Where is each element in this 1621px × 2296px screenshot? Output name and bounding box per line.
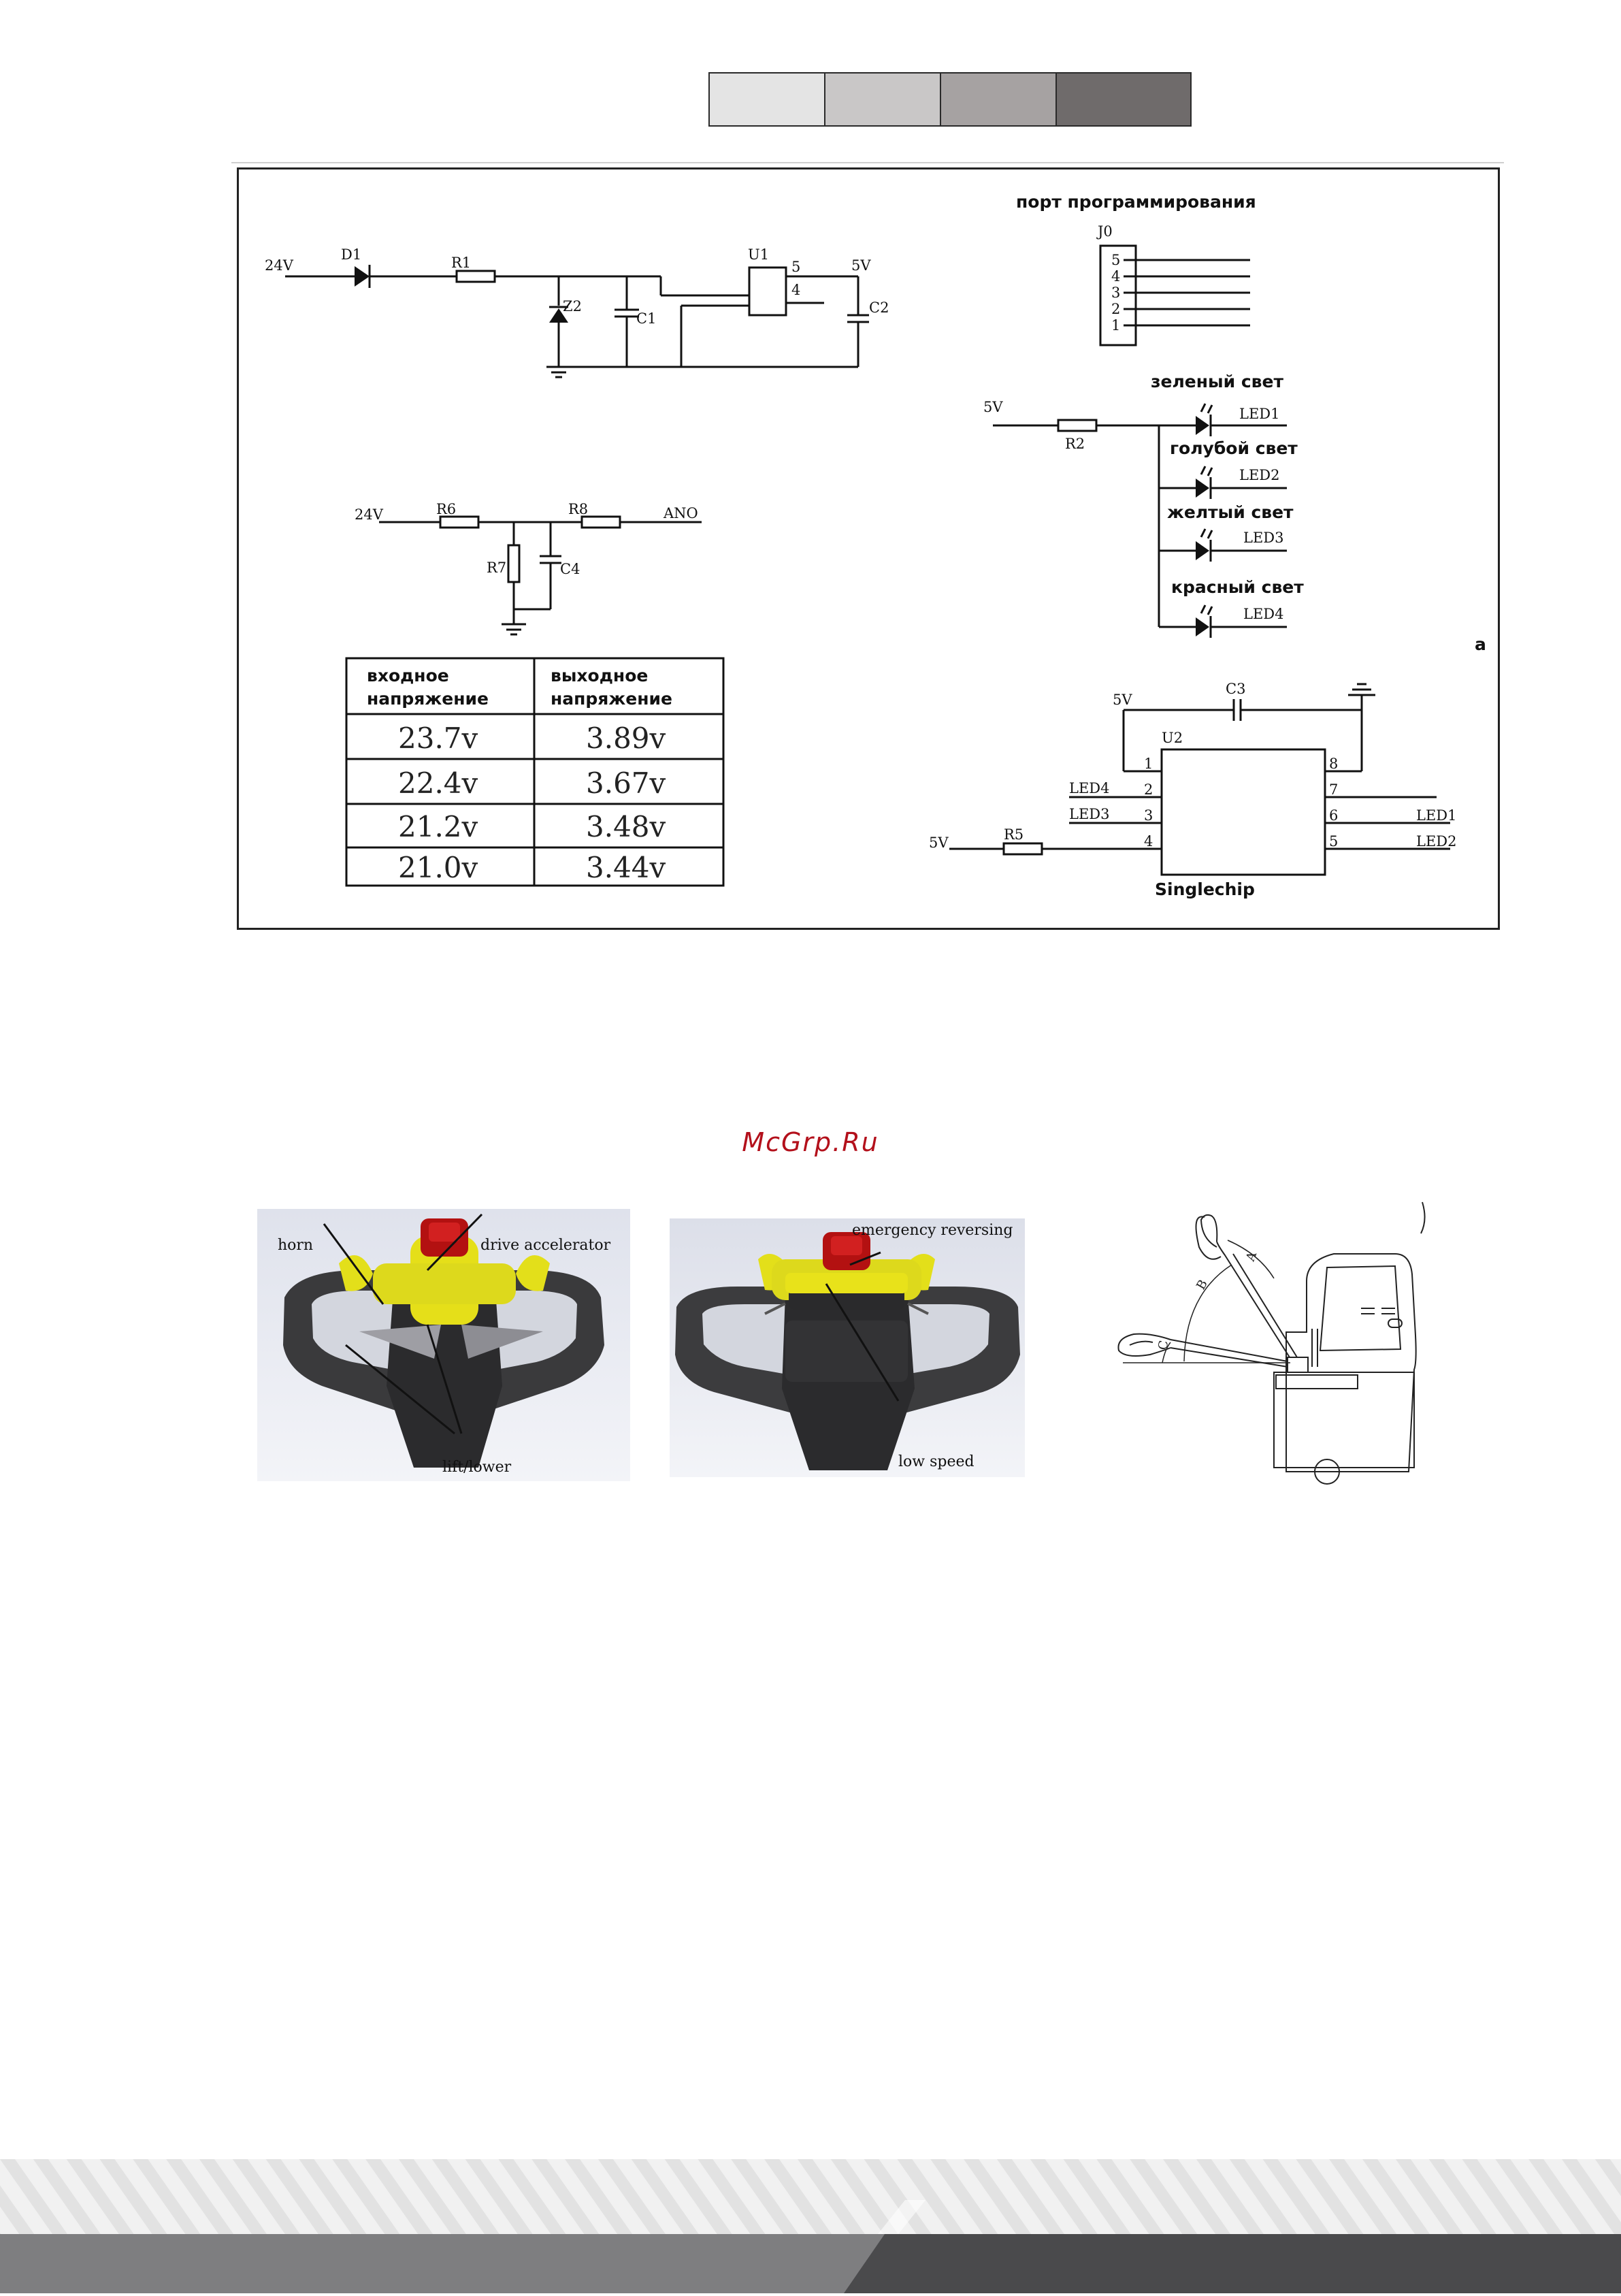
label-led3-in: LED3 [1069,806,1109,822]
tiller-photo-controls: horn drive accelerator lift/lower [257,1209,630,1481]
label-red-light: красный свет [1171,577,1304,597]
u2-pin-4: 4 [1144,833,1153,850]
label-lift-lower: lift/lower [442,1459,512,1476]
watermark-text: McGrp.Ru [742,1127,879,1157]
label-singlechip: Singlechip [1155,879,1255,899]
label-horn: horn [278,1237,313,1254]
truck-tiller-angle-drawing: A B C [1102,1199,1443,1485]
label-z2: Z2 [563,298,582,314]
label-u2: U2 [1162,730,1183,746]
label-24v-top: 24V [265,257,294,274]
table-cell: 3.89v [586,722,666,755]
header-swatch-4 [1055,72,1192,127]
u2-pin-2: 2 [1144,781,1153,798]
header-swatch-1 [708,72,825,127]
u2-pin-7: 7 [1329,781,1338,798]
label-drive-accelerator: drive accelerator [480,1237,611,1254]
label-led1: LED1 [1239,406,1279,422]
label-led4: LED4 [1243,606,1283,622]
circuit-schematic: 24V D1 R1 Z2 C1 U1 5 4 5V C2 порт програ… [237,167,1500,930]
label-led2-out: LED2 [1416,833,1456,850]
label-5v-led: 5V [983,399,1003,415]
u2-pin-3: 3 [1144,807,1153,824]
label-angle-b: B [1194,1278,1211,1293]
u2-pin-8: 8 [1329,756,1338,772]
label-led3: LED3 [1243,530,1283,546]
port-pin-3: 3 [1111,285,1120,301]
table-cell: 21.0v [398,851,478,884]
schematic-drawing: 24V D1 R1 Z2 C1 U1 5 4 5V C2 порт програ… [265,192,1486,899]
label-ano: ANO [663,505,698,521]
label-5v-chip: 5V [1113,692,1132,708]
label-emergency-reversing: emergency reversing [852,1222,1013,1239]
label-led4-in: LED4 [1069,780,1109,796]
u2-pin-6: 6 [1329,807,1338,824]
label-r2: R2 [1065,436,1085,452]
label-j0: J0 [1096,223,1113,240]
table-header-output-2: напряжение [551,689,672,709]
header-rule [231,162,1504,163]
label-r5: R5 [1004,826,1024,843]
footer-band [0,2159,1621,2293]
label-blue-light: голубой свет [1170,438,1298,458]
label-led1-out: LED1 [1416,807,1456,824]
label-led2: LED2 [1239,467,1279,483]
label-green-light: зеленый свет [1151,372,1283,391]
voltage-table: входное напряжение выходное напряжение 2… [345,657,725,887]
table-cell: 22.4v [398,766,478,800]
header-swatch-3 [940,72,1057,127]
label-24v-mid: 24V [355,506,384,523]
label-u1-pin4: 4 [791,282,800,298]
header-swatch-2 [824,72,941,127]
label-r6: R6 [436,501,456,517]
label-r7: R7 [487,560,506,576]
label-angle-a: A [1243,1249,1260,1263]
table-cell: 3.67v [586,766,666,800]
table-cell: 23.7v [398,722,478,755]
label-c2: C2 [869,300,889,316]
u2-pin-1: 1 [1144,756,1153,772]
label-c3: C3 [1226,681,1245,697]
label-c1: C1 [636,310,656,327]
label-5v-top: 5V [851,257,871,274]
port-pin-1: 1 [1111,317,1120,334]
label-r8: R8 [568,501,588,517]
label-mark-a: a [1475,634,1486,654]
port-pin-5: 5 [1111,252,1120,268]
table-cell: 21.2v [398,810,478,843]
table-header-input-2: напряжение [367,689,489,709]
label-c4: C4 [560,561,580,577]
port-pin-2: 2 [1111,301,1120,317]
table-cell: 3.44v [586,851,666,884]
label-d1: D1 [341,246,361,263]
label-u1-pin5: 5 [791,259,800,275]
port-pin-4: 4 [1111,268,1120,285]
table-header-output-1: выходное [551,666,648,685]
label-u1: U1 [748,246,769,263]
table-header-input-1: входное [367,666,449,685]
label-programming-port: порт программирования [1016,192,1256,212]
label-angle-c: C [1156,1340,1171,1351]
table-cell: 3.48v [586,810,666,843]
label-yellow-light: желтый свет [1167,502,1294,522]
tiller-photo-emergency: emergency reversing low speed [670,1218,1025,1477]
label-low-speed: low speed [898,1453,975,1470]
label-5v-r5: 5V [929,835,949,851]
label-r1: R1 [451,255,471,271]
u2-pin-5: 5 [1329,833,1338,850]
